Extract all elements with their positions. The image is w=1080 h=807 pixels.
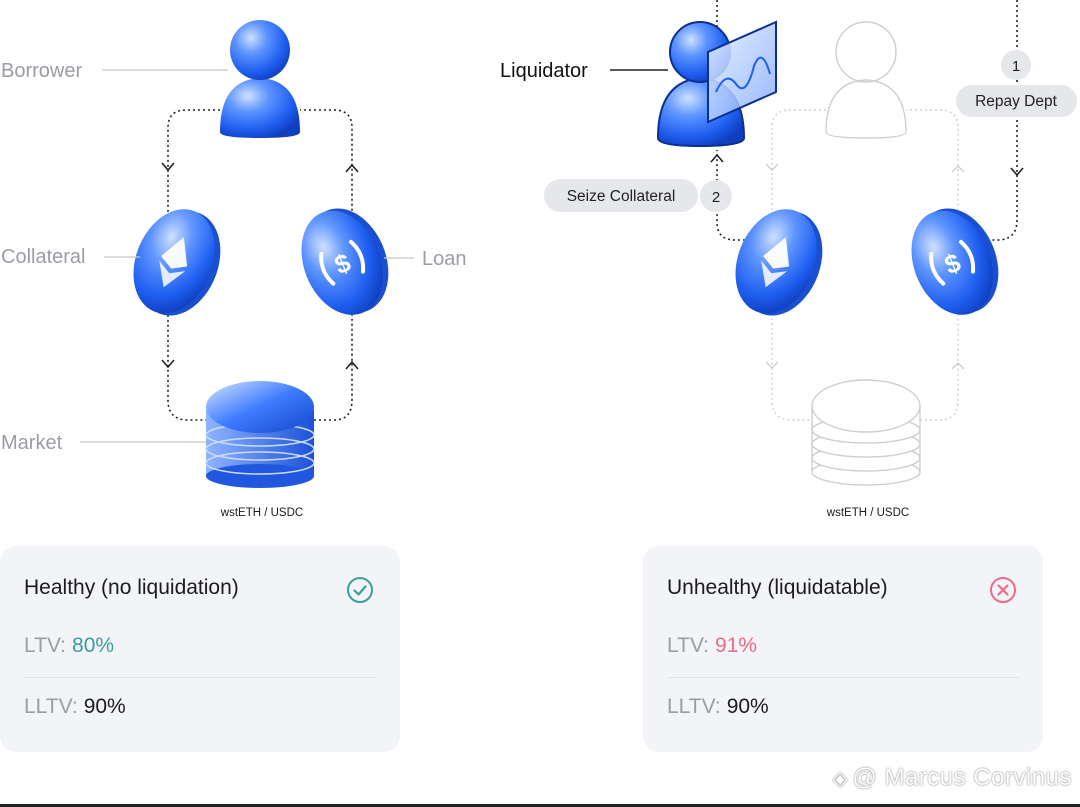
- loan-coin-icon: $: [911, 208, 999, 315]
- step2-pill: [544, 179, 698, 212]
- arrow-up-icon: [345, 163, 359, 173]
- collateral-coin-icon: [133, 209, 221, 316]
- lltv-value: 90%: [726, 695, 769, 718]
- loan-label: Loan: [422, 248, 467, 270]
- left-diagram: Borrower Collateral $ Loan: [1, 20, 467, 519]
- lltv-value: 90%: [83, 695, 126, 718]
- unhealthy-card: Unhealthy (liquidatable) LTV:91% LLTV:90…: [643, 546, 1043, 752]
- card-divider: [667, 677, 1019, 678]
- ltv-label: LTV:: [667, 634, 710, 657]
- ltv-row: LTV:91%: [667, 634, 757, 658]
- market-pair-label: wstETH / USDC: [220, 507, 303, 519]
- seize-flow-line: [716, 150, 745, 241]
- right-diagram: wstETH / USDC $ Liquid: [500, 0, 1077, 519]
- x-circle-icon: [990, 577, 1016, 603]
- collateral-label: Collateral: [1, 246, 85, 268]
- arrow-down-icon: [161, 162, 175, 172]
- diamond-logo-icon: ◈: [832, 768, 849, 790]
- arrow-down-icon: [1010, 167, 1024, 177]
- step2-label: Seize Collateral: [567, 188, 676, 205]
- ltv-row: LTV:80%: [24, 634, 114, 658]
- arrow-up-icon: [345, 360, 359, 370]
- ltv-value: 91%: [715, 634, 758, 657]
- lltv-label: LLTV:: [667, 695, 721, 718]
- market-label: Market: [1, 432, 63, 454]
- arrow-down-icon: [765, 163, 779, 171]
- borrower-label: Borrower: [1, 60, 82, 82]
- watermark: ◈@ Marcus Corvinus: [833, 764, 1072, 792]
- lltv-label: LLTV:: [24, 695, 78, 718]
- healthy-card-title: Healthy (no liquidation): [24, 576, 239, 599]
- check-circle-icon: [347, 577, 373, 603]
- arrow-down-icon: [161, 359, 175, 369]
- loan-coin-icon: $: [301, 208, 389, 315]
- collateral-coin-icon: [735, 209, 823, 316]
- borrower-outline-icon: [825, 21, 907, 139]
- healthy-card: Healthy (no liquidation) LTV:80% LLTV:90…: [0, 546, 400, 752]
- market-stack-icon: [205, 381, 315, 488]
- step2-number: 2: [712, 189, 720, 206]
- repay-flow-line: [990, 0, 1018, 241]
- step1-badge: [1001, 50, 1031, 80]
- ltv-label: LTV:: [24, 634, 67, 657]
- step2-badge: [700, 180, 732, 212]
- watermark-text: @ Marcus Corvinus: [852, 764, 1072, 791]
- liquidator-person-icon: [656, 20, 777, 148]
- unhealthy-card-title: Unhealthy (liquidatable): [667, 576, 888, 599]
- arrow-up-icon: [951, 165, 965, 173]
- liquidator-label: Liquidator: [500, 60, 588, 82]
- lltv-row: LLTV:90%: [24, 695, 126, 719]
- borrower-person-icon: [220, 20, 300, 138]
- step1-label: Repay Dept: [975, 93, 1058, 110]
- arrow-down-icon: [765, 361, 779, 369]
- step1-number: 1: [1012, 58, 1020, 75]
- market-stack-outline-icon: [811, 379, 921, 486]
- card-divider: [24, 677, 376, 678]
- ltv-value: 80%: [72, 634, 115, 657]
- arrow-up-icon: [710, 153, 724, 163]
- step1-pill: [956, 85, 1077, 117]
- market-pair-label-right: wstETH / USDC: [826, 507, 909, 519]
- arrow-up-icon: [951, 362, 965, 370]
- bottom-border: [0, 804, 1080, 807]
- lltv-row: LLTV:90%: [667, 695, 769, 719]
